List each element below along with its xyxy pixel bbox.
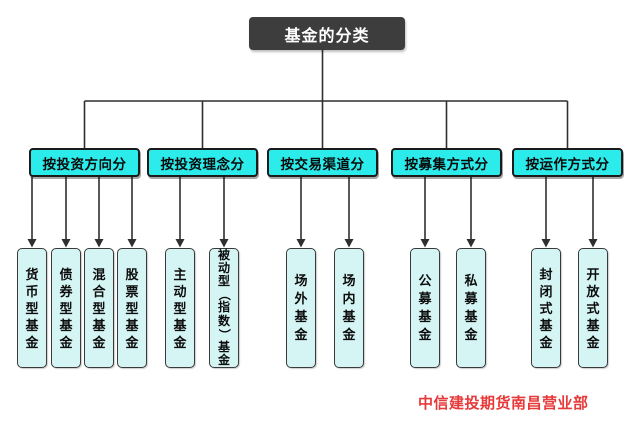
leaf-box: 公募基金 — [410, 248, 440, 368]
leaf-box: 开放式基金 — [578, 248, 608, 368]
category-box: 按募集方式分 — [391, 148, 502, 177]
leaf-box: 主动型基金 — [165, 248, 195, 368]
arrow-down-icon — [27, 239, 37, 248]
arrow-down-icon — [420, 239, 430, 248]
category-box: 按投资方向分 — [29, 148, 140, 177]
arrow-down-icon — [344, 239, 354, 248]
diagram-title: 基金的分类 — [249, 17, 405, 50]
leaf-box: 封闭式基金 — [531, 248, 561, 368]
leaf-box: 被动型（指数）基金 — [209, 248, 239, 368]
leaf-box: 混合型基金 — [84, 248, 114, 368]
arrow-down-icon — [94, 239, 104, 248]
leaf-box: 场内基金 — [334, 248, 364, 368]
category-box: 按投资理念分 — [147, 148, 258, 177]
category-box: 按交易渠道分 — [267, 148, 378, 177]
arrow-down-icon — [219, 239, 229, 248]
arrow-down-icon — [175, 239, 185, 248]
arrow-down-icon — [466, 239, 476, 248]
arrow-down-icon — [541, 239, 551, 248]
leaf-box: 债券型基金 — [51, 248, 81, 368]
leaf-box: 货币型基金 — [17, 248, 47, 368]
arrow-down-icon — [296, 239, 306, 248]
watermark-text: 中信建投期货南昌营业部 — [418, 395, 589, 412]
arrow-down-icon — [588, 239, 598, 248]
leaf-box: 私募基金 — [456, 248, 486, 368]
category-box: 按运作方式分 — [512, 148, 623, 177]
leaf-box: 场外基金 — [286, 248, 316, 368]
leaf-box: 股票型基金 — [117, 248, 147, 368]
arrow-down-icon — [127, 239, 137, 248]
arrow-down-icon — [61, 239, 71, 248]
